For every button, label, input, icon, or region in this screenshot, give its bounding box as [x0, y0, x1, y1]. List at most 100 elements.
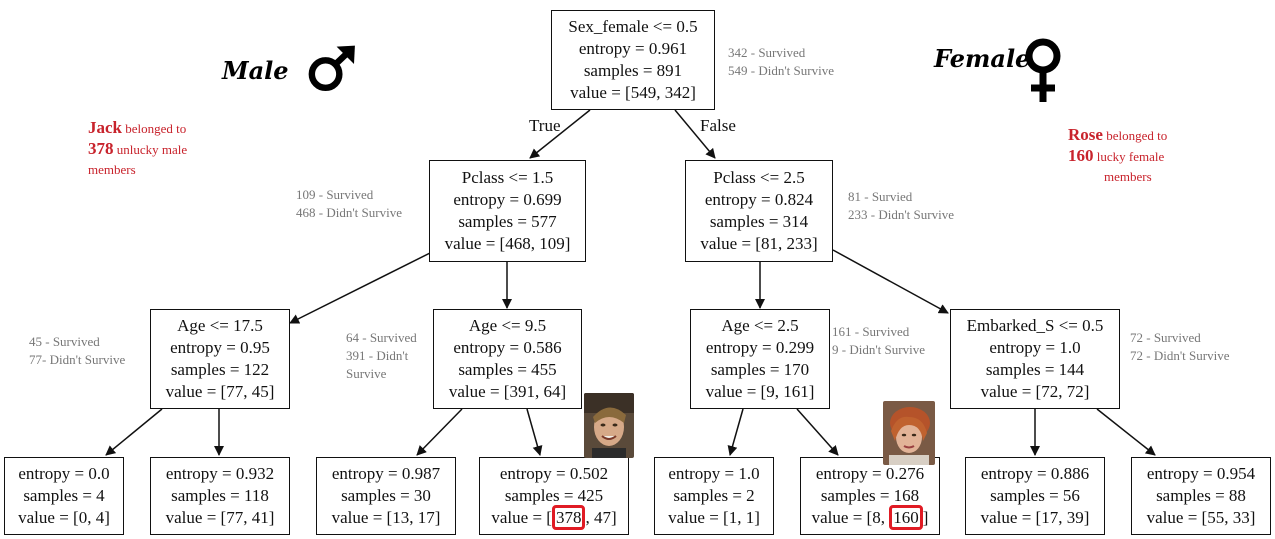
edge-r2a-leaf5	[727, 408, 744, 456]
node-line: Pclass <= 1.5	[461, 168, 554, 187]
node-line: samples = 891	[583, 61, 683, 80]
edge-l2a-leaf1	[105, 408, 163, 456]
node-line: value = [77, 41]	[165, 508, 275, 527]
leaf-node-4: entropy = 0.502 samples = 425 value = [3…	[479, 457, 629, 535]
node-pclass-2-5: Pclass <= 2.5 entropy = 0.824 samples = …	[685, 160, 833, 262]
female-heading: Female	[934, 44, 1031, 73]
jack-text3: members	[88, 162, 136, 177]
note-line: 549 - Didn't Survive	[728, 63, 834, 78]
rose-portrait-image	[883, 401, 935, 465]
note-line: 468 - Didn't Survive	[296, 205, 402, 220]
leaf-node-3: entropy = 0.987 samples = 30 value = [13…	[316, 457, 456, 535]
node-line: entropy = 0.699	[453, 190, 562, 209]
rose-text1: belonged to	[1102, 128, 1168, 143]
node-line: samples = 4	[23, 486, 105, 505]
edge-root-l1	[529, 109, 591, 159]
node-line: samples = 118	[171, 486, 269, 505]
node-embarked-s: Embarked_S <= 0.5 entropy = 1.0 samples …	[950, 309, 1120, 409]
edge-label-false: False	[700, 116, 736, 135]
node-line: entropy = 0.95	[170, 338, 270, 357]
node-age-17-5: Age <= 17.5 entropy = 0.95 samples = 122…	[150, 309, 290, 409]
node-line: samples = 577	[458, 212, 557, 231]
note-line: 45 - Survived	[29, 334, 100, 349]
node-line: Age <= 2.5	[721, 316, 799, 335]
rose-text3: members	[1104, 169, 1152, 184]
node-line: entropy = 0.502	[499, 464, 609, 483]
note-age-2-5: 161 - Survived 9 - Didn't Survive	[832, 323, 925, 359]
node-value-line: value = [378, 47]	[491, 505, 617, 530]
node-line: samples = 455	[458, 360, 557, 379]
node-line: entropy = 0.932	[165, 464, 275, 483]
female-symbol-icon	[1025, 38, 1061, 102]
node-line: value = [9, 161]	[705, 382, 815, 401]
note-line: 342 - Survived	[728, 45, 806, 60]
edge-root-r1	[674, 109, 716, 159]
node-line: entropy = 0.0	[18, 464, 110, 483]
node-line: samples = 2	[673, 486, 755, 505]
male-heading: Male	[222, 56, 289, 85]
value-suffix: ]	[922, 508, 929, 527]
note-line: 77- Didn't Survive	[29, 352, 126, 367]
edge-r1-r2b	[832, 249, 949, 314]
note-line: 233 - Didn't Survive	[848, 207, 954, 222]
node-line: Embarked_S <= 0.5	[966, 316, 1104, 335]
node-line: value = [72, 72]	[980, 382, 1090, 401]
note-line: 161 - Survived	[832, 324, 910, 339]
note-age-9-5: 64 - Survived 391 - Didn't Survive	[346, 329, 417, 383]
note-line: 64 - Survived	[346, 330, 417, 345]
node-line: samples = 168	[820, 486, 920, 505]
node-line: value = [1, 1]	[668, 508, 760, 527]
edge-r2b-leaf8	[1096, 408, 1156, 456]
node-line: entropy = 0.824	[704, 190, 814, 209]
node-line: samples = 56	[990, 486, 1080, 505]
leaf-node-7: entropy = 0.886 samples = 56 value = [17…	[965, 457, 1105, 535]
root-node: Sex_female <= 0.5 entropy = 0.961 sample…	[551, 10, 715, 110]
node-line: entropy = 0.987	[331, 464, 441, 483]
node-line: samples = 314	[709, 212, 809, 231]
jack-text2: unlucky male	[113, 142, 188, 157]
value-prefix: value = [	[491, 508, 552, 527]
note-line: 109 - Survived	[296, 187, 374, 202]
node-pclass-1-5: Pclass <= 1.5 entropy = 0.699 samples = …	[429, 160, 586, 262]
node-line: value = [77, 45]	[165, 382, 275, 401]
node-line: entropy = 0.961	[578, 39, 688, 58]
jack-annotation: Jack belonged to 378 unlucky male member…	[88, 118, 187, 180]
rose-annotation: Rose belonged to 160 lucky female member…	[1068, 125, 1167, 187]
jack-count: 378	[88, 139, 114, 158]
value-suffix: , 47]	[585, 508, 617, 527]
edge-l2b-leaf3	[416, 408, 463, 456]
rose-count: 160	[1068, 146, 1094, 165]
note-root: 342 - Survived 549 - Didn't Survive	[728, 44, 834, 80]
note-line: 81 - Survied	[848, 189, 913, 204]
rose-text2: lucky female	[1093, 149, 1165, 164]
node-line: samples = 170	[710, 360, 810, 379]
male-symbol-icon	[308, 45, 355, 92]
node-line: value = [55, 33]	[1146, 508, 1256, 527]
node-line: samples = 88	[1156, 486, 1246, 505]
node-line: entropy = 0.586	[453, 338, 562, 357]
note-line: 72 - Didn't Survive	[1130, 348, 1230, 363]
note-pclass-1-5: 109 - Survived 468 - Didn't Survive	[296, 186, 402, 222]
edge-r2a-leaf6	[796, 408, 839, 456]
node-line: value = [81, 233]	[700, 234, 818, 253]
rose-name: Rose	[1068, 125, 1103, 144]
leaf-node-2: entropy = 0.932 samples = 118 value = [7…	[150, 457, 290, 535]
node-age-9-5: Age <= 9.5 entropy = 0.586 samples = 455…	[433, 309, 582, 409]
edge-l2b-leaf4	[526, 408, 543, 456]
note-line: 9 - Didn't Survive	[832, 342, 925, 357]
leaf-node-1: entropy = 0.0 samples = 4 value = [0, 4]	[4, 457, 124, 535]
node-line: value = [0, 4]	[18, 508, 110, 527]
node-line: Age <= 9.5	[468, 316, 547, 335]
leaf-node-5: entropy = 1.0 samples = 2 value = [1, 1]	[654, 457, 774, 535]
node-line: entropy = 1.0	[989, 338, 1081, 357]
node-line: entropy = 0.886	[980, 464, 1090, 483]
jack-name: Jack	[88, 118, 122, 137]
leaf-node-6: entropy = 0.276 samples = 168 value = [8…	[800, 457, 940, 535]
node-line: value = [391, 64]	[448, 382, 567, 401]
jack-portrait-image	[584, 393, 634, 458]
value-prefix: value = [8,	[811, 508, 890, 527]
note-line: 72 - Survived	[1130, 330, 1201, 345]
node-line: value = [549, 342]	[570, 83, 696, 102]
edge-label-true: True	[529, 116, 561, 135]
